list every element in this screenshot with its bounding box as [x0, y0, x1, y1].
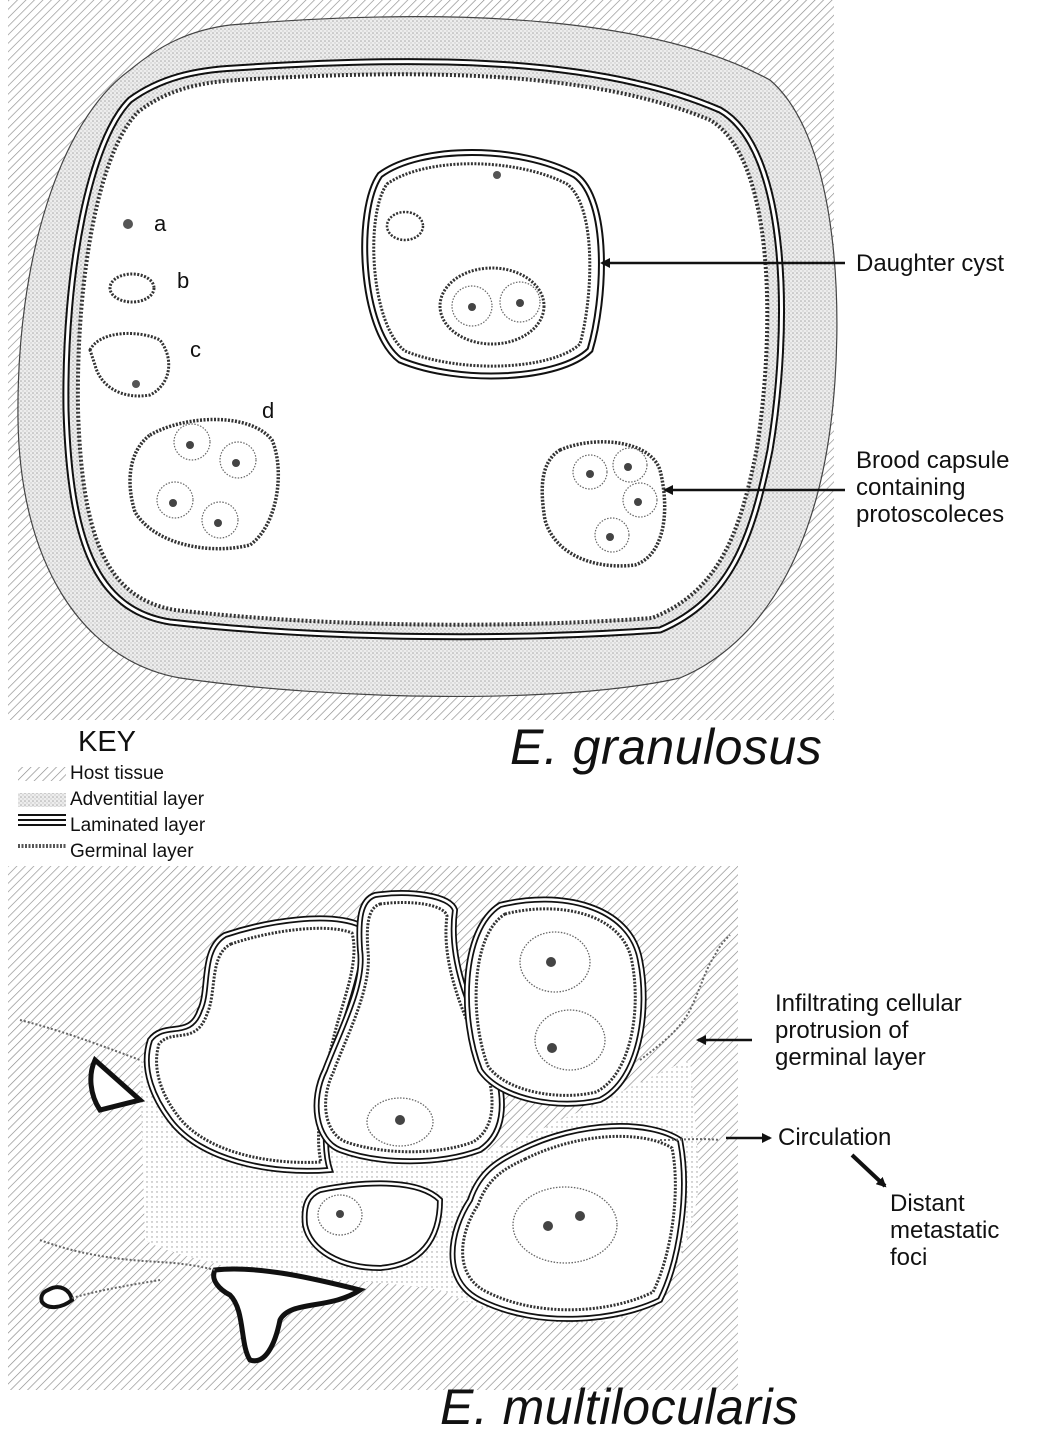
bud-b	[110, 274, 154, 302]
stage-label-b: b	[177, 268, 189, 294]
key-item-adventitial-layer: Adventitial layer	[70, 788, 204, 812]
key-item-laminated-layer: Laminated layer	[70, 814, 205, 838]
stage-label-c: c	[190, 337, 201, 363]
daughter-cyst	[365, 153, 602, 377]
key-swatches	[18, 767, 66, 846]
vesicle-far-left	[41, 1287, 72, 1307]
multilocularis-panel	[8, 866, 885, 1390]
species-title-granulosus: E. granulosus	[510, 718, 822, 776]
circulation-label: Circulation	[778, 1124, 891, 1151]
key-label-adventitial-layer: Adventitial layer	[70, 789, 204, 811]
stage-label-a: a	[154, 211, 166, 237]
brood-capsule-d	[130, 419, 278, 548]
vesicle-small-middle	[305, 1183, 440, 1268]
daughter-cyst-label: Daughter cyst	[856, 250, 1004, 277]
key-item-host-tissue: Host tissue	[70, 762, 164, 786]
key-label-laminated-layer: Laminated layer	[70, 815, 205, 837]
key-title: KEY	[78, 726, 136, 759]
species-title-multilocularis: E. multilocularis	[440, 1378, 799, 1436]
infiltrating-label: Infiltrating cellular protrusion of germ…	[775, 990, 962, 1071]
key-label-germinal-layer: Germinal layer	[70, 841, 194, 863]
distant-metastatic-label: Distant metastatic foci	[890, 1190, 999, 1271]
vesicle-right-round	[467, 900, 644, 1104]
key-item-germinal-layer: Germinal layer	[70, 840, 194, 864]
stage-label-d: d	[262, 398, 274, 424]
bud-a	[123, 219, 133, 229]
metastasis-arrow	[852, 1155, 885, 1186]
brood-capsule-label: Brood capsule containing protoscoleces	[856, 447, 1009, 528]
key-label-host-tissue: Host tissue	[70, 763, 164, 785]
granulosus-panel	[8, 0, 845, 720]
bud-c-protoscolex	[132, 380, 140, 388]
